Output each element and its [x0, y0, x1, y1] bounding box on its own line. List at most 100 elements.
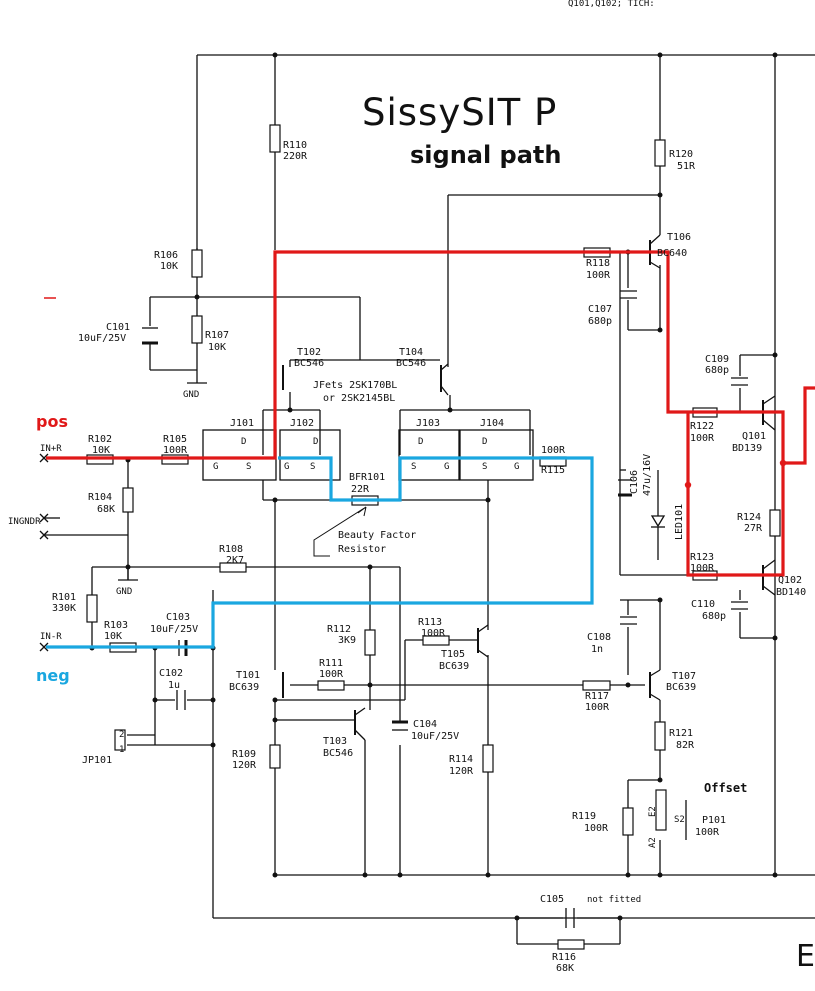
- r110-ref: R110: [283, 140, 307, 151]
- header-fragment: Q101,Q102; TICH:: [568, 0, 655, 9]
- c108-value: 1n: [591, 644, 603, 655]
- jfet-note-1: JFets 2SK170BL: [313, 380, 397, 391]
- port-in-gnd: INGNDR: [8, 517, 41, 527]
- r110-value: 220R: [283, 151, 308, 162]
- c107-ref: C107: [588, 304, 612, 315]
- r122-value: 100R: [690, 433, 715, 444]
- r111-value: 100R: [319, 669, 344, 680]
- r114-value: 120R: [449, 766, 474, 777]
- not-fitted-label: not fitted: [587, 895, 641, 905]
- bfr101-ref: BFR101: [349, 472, 385, 483]
- beauty-callout: [313, 506, 367, 557]
- pin-d-j101: D: [241, 437, 246, 447]
- r123-value: 100R: [690, 563, 715, 574]
- r104-ref: R104: [88, 492, 112, 503]
- c109-ref: C109: [705, 354, 729, 365]
- r105-ref: R105: [163, 434, 187, 445]
- t106-ref: T106: [667, 232, 691, 243]
- r119-value: 100R: [584, 823, 609, 834]
- r107-value: 10K: [208, 342, 226, 353]
- t106-value: BC640: [657, 248, 687, 259]
- r116-value: 68K: [556, 963, 574, 974]
- c110-ref: C110: [691, 599, 715, 610]
- gnd-symbols: [118, 382, 207, 581]
- c108-ref: C108: [587, 632, 611, 643]
- r102-value: 10K: [92, 445, 110, 456]
- r102-ref: R102: [88, 434, 112, 445]
- pin-a2: A2: [648, 837, 658, 848]
- r108-value: 2K7: [226, 555, 244, 566]
- pos-output-path: [783, 386, 815, 465]
- pin-d-j104: D: [482, 437, 487, 447]
- c109-value: 680p: [705, 365, 729, 376]
- t102-ref: T102: [297, 347, 321, 358]
- jp101-ref: JP101: [82, 755, 112, 766]
- gnd-label-lower: GND: [116, 587, 132, 597]
- component-labels: R110 220R R120 51R R106 10K R107 10K C10…: [52, 140, 806, 974]
- r109-value: 120R: [232, 760, 257, 771]
- r117-ref: R117: [585, 691, 609, 702]
- t103-ref: T103: [323, 736, 347, 747]
- r104-value: 68K: [97, 504, 115, 515]
- neg-label: neg: [36, 666, 70, 685]
- edge-letter: E: [796, 939, 815, 974]
- r117-value: 100R: [585, 702, 610, 713]
- q102-ref: Q102: [778, 575, 802, 586]
- t104-value: BC546: [396, 358, 426, 369]
- c104-ref: C104: [413, 719, 437, 730]
- t105-ref: T105: [441, 649, 465, 660]
- r107-ref: R107: [205, 330, 229, 341]
- q101-value: BD139: [732, 443, 762, 454]
- pos-signal-path: [46, 250, 785, 577]
- pin-g-j103: G: [444, 462, 449, 472]
- q102-value: BD140: [776, 587, 806, 598]
- j102-ref: J102: [290, 418, 314, 429]
- pin-jp-1: 1: [119, 745, 124, 755]
- r112-ref: R112: [327, 624, 351, 635]
- pin-e2: E2: [648, 806, 658, 817]
- beauty-note-2: Resistor: [338, 544, 386, 555]
- r108-ref: R108: [219, 544, 243, 555]
- r113-value: 100R: [421, 628, 446, 639]
- pin-s2: S2: [674, 815, 685, 825]
- t107-ref: T107: [672, 671, 696, 682]
- c101-value: 10uF/25V: [78, 333, 126, 344]
- r112-value: 3K9: [338, 635, 356, 646]
- c105-ref: C105: [540, 894, 564, 905]
- t103-value: BC546: [323, 748, 353, 759]
- pos-label: pos: [36, 412, 68, 431]
- t102-value: BC546: [294, 358, 324, 369]
- r113-ref: R113: [418, 617, 442, 628]
- t101-ref: T101: [236, 670, 260, 681]
- pin-jp-2: 2: [119, 730, 124, 740]
- t104-ref: T104: [399, 347, 423, 358]
- junctions: [89, 52, 778, 921]
- r121-ref: R121: [669, 728, 693, 739]
- r115-ref: R115: [541, 465, 565, 476]
- c101-ref: C101: [106, 322, 130, 333]
- pin-s-j102: S: [310, 462, 315, 472]
- t101-value: BC639: [229, 682, 259, 693]
- pos-output-node: [779, 459, 787, 467]
- led-symbol: [650, 470, 666, 560]
- r118-value: 100R: [586, 270, 611, 281]
- c102-value: 1u: [168, 680, 180, 691]
- pin-g-j102: G: [284, 462, 289, 472]
- r106-value: 10K: [160, 261, 178, 272]
- pin-d-j102: D: [313, 437, 318, 447]
- bfr101-value: 22R: [351, 484, 370, 495]
- port-in-r-neg: IN-R: [40, 632, 62, 642]
- p101-ref: P101: [702, 815, 726, 826]
- c103-ref: C103: [166, 612, 190, 623]
- led101-ref: LED101: [674, 504, 685, 540]
- t105-value: BC639: [439, 661, 469, 672]
- pin-s-j101: S: [246, 462, 251, 472]
- pin-labels: D D D D G S G S S G S G E2 A2 S2 2 1: [119, 437, 685, 848]
- r121-value: 82R: [676, 740, 695, 751]
- r115-value: 100R: [541, 445, 566, 456]
- wiring: [45, 55, 815, 945]
- c103-value: 10uF/25V: [150, 624, 198, 635]
- q101-ref: Q101: [742, 431, 766, 442]
